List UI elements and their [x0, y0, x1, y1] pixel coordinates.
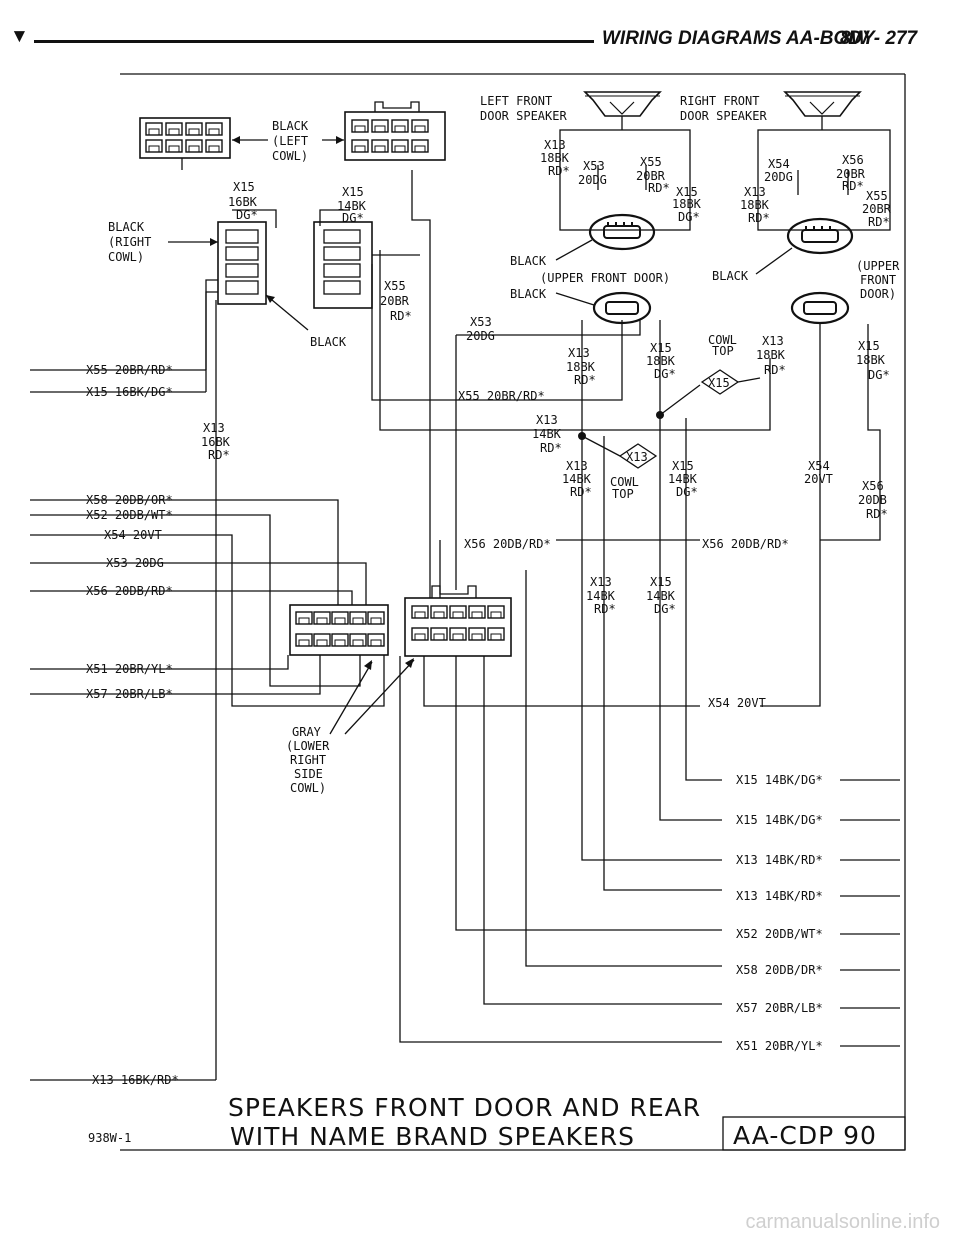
wire-label-right: X52 20DB/WT* — [736, 927, 823, 941]
wire-label-right: X58 20DB/DR* — [736, 963, 823, 977]
wire-label-left: X56 20DB/RD* — [86, 584, 173, 598]
wire-label-right: X57 20BR/LB* — [736, 1001, 823, 1015]
watermark: carmanualsonline.info — [745, 1211, 940, 1233]
wire-label-left: X51 20BR/YL* — [86, 662, 173, 676]
right-front-door-speaker — [783, 91, 862, 130]
footer-box-label: AA-CDP 90 — [733, 1121, 877, 1150]
label-upper-front-door: (UPPER FRONT DOOR) — [540, 271, 670, 285]
footer-title-line1: SPEAKERS FRONT DOOR AND REAR — [228, 1093, 701, 1122]
footer-code: 938W-1 — [88, 1131, 131, 1145]
connector-gray-lower-right-b — [344, 585, 512, 735]
wire-label-right: X13 14BK/RD* — [736, 853, 823, 867]
wire-label-right: X13 14BK/RD* — [736, 889, 823, 903]
svg-text:X13: X13 — [626, 450, 648, 464]
right-wire-labels: X15 14BK/DG* X15 14BK/DG* X13 14BK/RD* X… — [736, 773, 823, 1053]
connector-black-right-cowl — [168, 221, 267, 305]
connector-upper-front-door-right — [786, 217, 854, 255]
label-black-mid: BLACK — [310, 335, 347, 349]
label-x55-20br-rd-mid: X55 20BR/RD* — [458, 389, 545, 403]
wire-label-left: X55 20BR/RD* — [86, 363, 173, 377]
splice-x13: X13 — [618, 443, 658, 469]
connector-black-left-cowl-a — [139, 117, 268, 159]
label-x54-20vt-mid: X54 20VT — [708, 696, 766, 710]
connector-front-door-left-lower — [592, 291, 652, 325]
connector-gray-lower-right-side-cowl — [289, 604, 389, 735]
wire-label-left: X58 20DB/OR* — [86, 493, 173, 507]
wire-label-left: X15 16BK/DG* — [86, 385, 173, 399]
wire-label-left: X54 20VT — [104, 528, 162, 542]
wire-label-right: X51 20BR/YL* — [736, 1039, 823, 1053]
frame-lines — [120, 73, 906, 1151]
connector-black-left-cowl-b — [322, 101, 446, 161]
svg-text:X15: X15 — [708, 376, 730, 390]
wire-label-left: X52 20DB/WT* — [86, 508, 173, 522]
header-title: WIRING DIAGRAMS AA-BODY — [602, 28, 875, 49]
label-black-upper-right: BLACK — [712, 269, 749, 283]
wire-label-right: X15 14BK/DG* — [736, 773, 823, 787]
wire-label-left: X57 20BR/LB* — [86, 687, 173, 701]
label-x56-20db-rd-2: X56 20DB/RD* — [702, 537, 789, 551]
wire-label-left: X53 20DG — [106, 556, 164, 570]
connector-black-mid — [265, 221, 373, 331]
wire-traces — [30, 158, 900, 1081]
footer-title-line2: WITH NAME BRAND SPEAKERS — [230, 1122, 635, 1151]
wire-label-right: X15 14BK/DG* — [736, 813, 823, 827]
label-black-center: BLACK — [510, 287, 547, 301]
left-wire-labels: X55 20BR/RD* X15 16BK/DG* X58 20DB/OR* X… — [86, 363, 179, 1087]
splice-x15: X15 — [700, 369, 740, 395]
connector-front-door-right-lower — [790, 291, 850, 325]
left-front-door-speaker — [583, 91, 662, 130]
connector-upper-front-door-left — [588, 213, 656, 251]
wire-label-left: X13 16BK/RD* — [92, 1073, 179, 1087]
label-x56-20db-rd-1: X56 20DB/RD* — [464, 537, 551, 551]
header-page-number: 8W - 277 — [840, 28, 918, 49]
header-marker: ▼ — [10, 26, 29, 47]
label-black-upper-left: BLACK — [510, 254, 547, 268]
header-rule — [34, 40, 594, 43]
